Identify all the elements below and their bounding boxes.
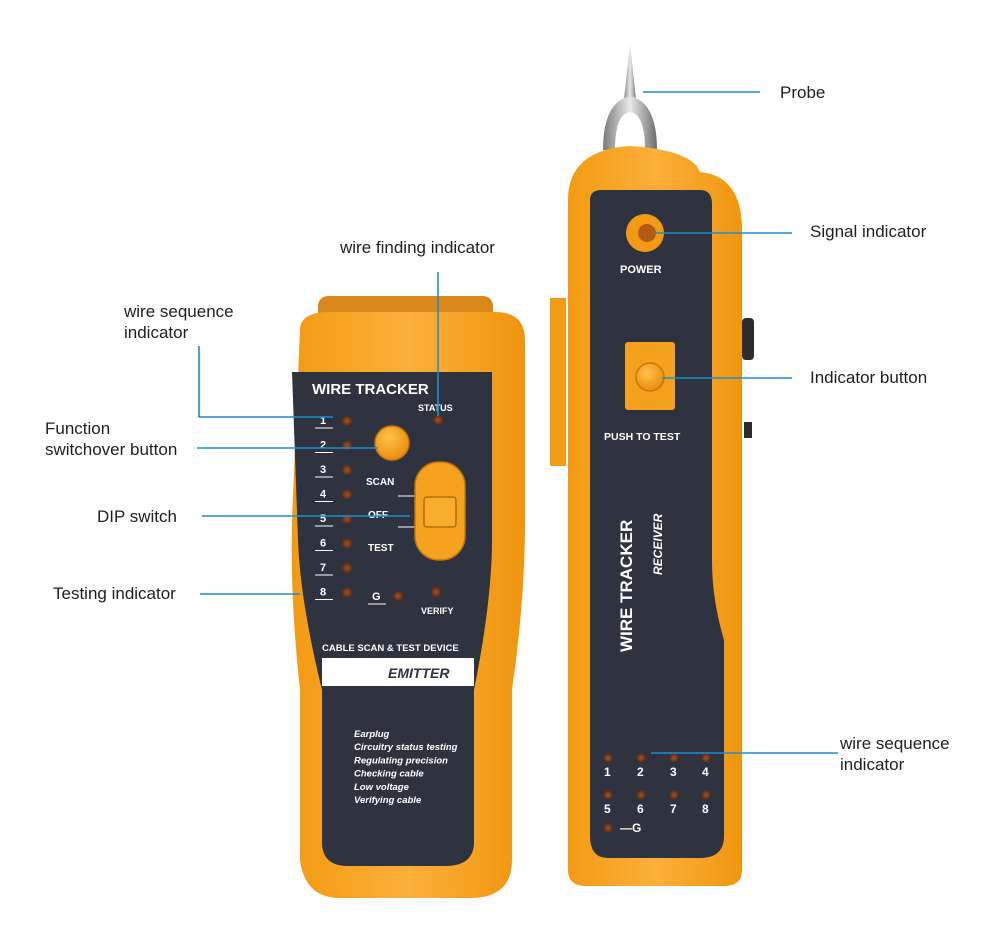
emitter-wire-number: 8: [320, 587, 326, 599]
receiver-ground-label: —G: [620, 821, 641, 835]
dip-switch[interactable]: [423, 496, 457, 528]
indicator-button-callout: Indicator button: [810, 368, 928, 387]
receiver-wire-led: [636, 753, 646, 763]
function-switchover-line1: Function: [45, 419, 111, 438]
probe-callout: Probe: [780, 83, 826, 102]
testing-indicator-callout: Testing indicator: [53, 584, 176, 603]
probe-collar: [603, 96, 657, 150]
emitter-wire-number: 6: [320, 538, 326, 550]
emitter-wire-number: 2: [320, 440, 326, 452]
push-to-test-label: PUSH TO TEST: [604, 431, 681, 443]
ground-label: G: [372, 591, 381, 603]
emitter-feature-item: Earplug: [354, 729, 390, 740]
receiver-panel: [590, 190, 724, 858]
emitter-wire-number: 4: [320, 489, 327, 501]
emitter-status-label: STATUS: [418, 403, 453, 413]
emitter-wire-number: 3: [320, 464, 326, 476]
receiver-wire-led: [669, 790, 679, 800]
verify-led: [431, 587, 441, 597]
emitter-feature-item: Verifying cable: [354, 795, 422, 806]
receiver-model: RECEIVER: [651, 513, 665, 575]
receiver-wire-number: 7: [670, 802, 677, 816]
emitter-brand: WIRE TRACKER: [312, 381, 429, 398]
receiver-wire-number: 5: [604, 802, 611, 816]
receiver-device: POWER PUSH TO TEST WIRE TRACKER RECEIVER…: [550, 44, 754, 886]
emitter-model: EMITTER: [388, 665, 450, 681]
receiver-side-clip: [550, 298, 566, 466]
receiver-wire-number: 2: [637, 765, 644, 779]
wire-sequence-left-callout: wire sequence indicator: [124, 301, 234, 343]
function-switchover-line2: switchover button: [45, 440, 178, 459]
power-label: POWER: [620, 264, 662, 276]
test-label: TEST: [368, 543, 394, 554]
receiver-wire-number: 8: [702, 802, 709, 816]
emitter-wire-led: [342, 416, 352, 426]
function-switchover-button[interactable]: [374, 425, 410, 461]
emitter-feature-item: Low voltage: [354, 782, 410, 793]
ground-led: [393, 591, 403, 601]
receiver-wire-led: [701, 753, 711, 763]
wire-sequence-left-line2: indicator: [124, 323, 189, 342]
emitter-wire-number: 5: [320, 513, 326, 525]
emitter-wire-led: [342, 587, 352, 598]
emitter-wire-number: 1: [320, 415, 326, 427]
emitter-feature-item: Circuitry status testing: [354, 742, 458, 753]
receiver-brand: WIRE TRACKER: [617, 520, 636, 652]
receiver-wire-led: [603, 753, 613, 763]
receiver-wire-led: [603, 790, 613, 800]
emitter-wire-leds: 1 2 3 4 5 6 7 8: [315, 415, 352, 600]
wire-sequence-right-line2: indicator: [840, 755, 905, 774]
emitter-wire-led: [342, 563, 352, 573]
receiver-wire-number: 3: [670, 765, 677, 779]
probe-tip: [623, 44, 637, 108]
emitter-wire-led: [342, 440, 352, 451]
signal-indicator-led: [638, 224, 656, 242]
device-description: CABLE SCAN & TEST DEVICE: [322, 643, 459, 654]
wire-finding-callout: wire finding indicator: [340, 238, 495, 257]
emitter-feature-item: Regulating precision: [354, 755, 448, 766]
callout-lines: [197, 91, 838, 754]
status-led: [433, 415, 443, 425]
receiver-side-jack: [744, 422, 752, 438]
wire-sequence-left-line1: wire sequence: [124, 302, 234, 321]
dip-switch-callout: DIP switch: [97, 507, 177, 526]
receiver-wire-leds: 1 2 3 4 5 6 7 8 —G: [603, 753, 711, 835]
emitter-feature-item: Checking cable: [354, 769, 424, 780]
signal-indicator-callout: Signal indicator: [810, 222, 927, 241]
emitter-wire-number: 7: [320, 562, 326, 574]
emitter-model-strip: [322, 658, 474, 686]
receiver-wire-led: [636, 790, 646, 800]
verify-label: VERIFY: [421, 606, 454, 616]
receiver-side-wheel: [742, 318, 754, 360]
receiver-wire-number: 6: [637, 802, 644, 816]
wire-sequence-left-callout-line: [198, 346, 333, 418]
receiver-wire-number: 1: [604, 765, 611, 779]
receiver-wire-led: [701, 790, 711, 800]
indicator-button[interactable]: [635, 362, 665, 392]
receiver-ground-led: [603, 823, 613, 833]
emitter-wire-led: [342, 489, 352, 500]
wire-sequence-right-line1: wire sequence: [840, 734, 950, 753]
function-switchover-callout: Function switchover button: [45, 418, 177, 460]
wire-sequence-right-callout: wire sequence indicator: [840, 733, 950, 775]
receiver-wire-number: 4: [702, 765, 709, 779]
emitter-wire-led: [342, 538, 352, 549]
emitter-wire-led: [342, 465, 352, 475]
scan-label: SCAN: [366, 477, 394, 488]
receiver-wire-led: [669, 753, 679, 763]
